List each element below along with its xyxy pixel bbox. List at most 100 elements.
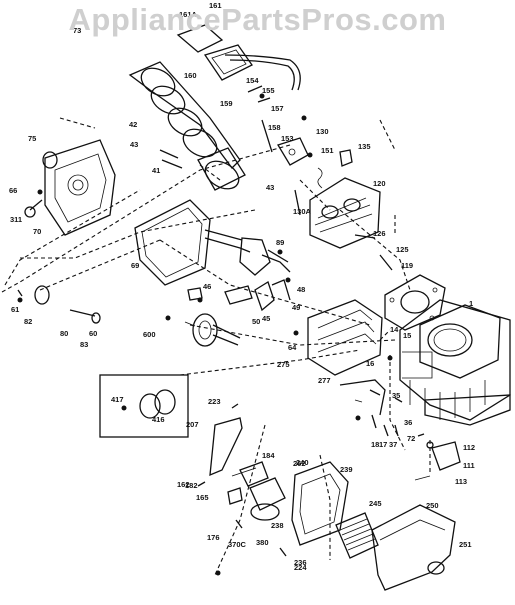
callout-16: 16 <box>366 359 374 368</box>
callout-66: 66 <box>9 186 17 195</box>
bracket-parts <box>414 441 461 481</box>
small-hardware-left <box>17 199 101 324</box>
callout-262: 262 <box>293 459 306 468</box>
callout-135: 135 <box>358 142 371 151</box>
callout-239: 239 <box>340 465 353 474</box>
carburetor-assembly <box>209 417 286 521</box>
callout-416: 416 <box>152 415 165 424</box>
valve-train-parts <box>247 85 393 271</box>
callout-311: 311 <box>10 215 22 224</box>
governor-parts <box>187 279 291 312</box>
callout-157: 157 <box>271 104 284 113</box>
callout-165: 165 <box>196 493 209 502</box>
callout-277: 277 <box>318 376 331 385</box>
callout-380: 380 <box>256 538 269 547</box>
callout-207: 207 <box>186 420 199 429</box>
callout-41: 41 <box>152 166 160 175</box>
callout-35: 35 <box>392 391 400 400</box>
callout-14: 14 <box>390 325 399 334</box>
callout-151: 151 <box>321 146 334 155</box>
callout-64: 64 <box>288 343 297 352</box>
callout-82: 82 <box>24 317 32 326</box>
callout-370c: 370C <box>228 540 247 549</box>
callout-155: 155 <box>262 86 275 95</box>
callout-111: 111 <box>463 461 475 470</box>
callout-160: 160 <box>184 71 197 80</box>
callout-417: 417 <box>111 395 124 404</box>
callout-125: 125 <box>396 245 409 254</box>
callout-240: 240 <box>296 458 309 467</box>
connecting-rod <box>128 61 241 169</box>
callout-161: 161 <box>209 1 222 10</box>
callout-130: 130 <box>316 127 329 136</box>
callout-159: 159 <box>220 99 233 108</box>
callout-250: 250 <box>426 501 439 510</box>
callout-80: 80 <box>60 329 68 338</box>
callout-176: 176 <box>207 533 220 542</box>
callout-48: 48 <box>297 285 305 294</box>
callout-182: 182 <box>185 481 198 490</box>
callout-130a: 130A <box>293 207 312 216</box>
callout-223: 223 <box>208 397 221 406</box>
piston-rings <box>140 67 246 191</box>
callout-37: 37 <box>389 440 397 449</box>
cylinder-head <box>309 177 381 249</box>
callout-245: 245 <box>369 499 382 508</box>
callout-600: 600 <box>143 330 156 339</box>
crankshaft <box>204 229 291 276</box>
callout-112: 112 <box>463 443 475 452</box>
crankcase-cover <box>42 139 116 236</box>
callout-60: 60 <box>89 329 97 338</box>
callout-72: 72 <box>407 434 415 443</box>
assembly-guide-lines <box>1 117 431 576</box>
callout-224: 224 <box>294 563 307 572</box>
fasteners <box>17 93 425 576</box>
callout-43: 43 <box>130 140 138 149</box>
callout-46: 46 <box>203 282 211 291</box>
callout-119: 119 <box>401 261 413 270</box>
callout-113: 113 <box>455 477 467 486</box>
air-filter-element <box>335 512 379 559</box>
callout-15: 15 <box>403 331 411 340</box>
callout-275: 275 <box>277 360 290 369</box>
callout-61: 61 <box>11 305 19 314</box>
callout-17: 17 <box>379 440 387 449</box>
callout-45: 45 <box>262 314 270 323</box>
callout-70: 70 <box>33 227 41 236</box>
callout-238: 238 <box>271 521 284 530</box>
callout-18: 18 <box>371 440 379 449</box>
callout-83: 83 <box>80 340 88 349</box>
callout-69: 69 <box>131 261 139 270</box>
callout-184: 184 <box>262 451 275 460</box>
callout-162: 162 <box>177 480 190 489</box>
valve-cover <box>176 24 301 91</box>
callout-126: 126 <box>373 229 386 238</box>
head-gasket <box>384 274 446 331</box>
air-cleaner-cover <box>371 504 456 591</box>
callout-36: 36 <box>404 418 412 427</box>
callout-158: 158 <box>268 123 281 132</box>
cover-gasket <box>134 199 211 286</box>
callout-50: 50 <box>252 317 260 326</box>
callout-154: 154 <box>246 76 259 85</box>
callout-1: 1 <box>469 299 473 308</box>
air-filter-housing <box>307 299 383 376</box>
camshaft-gear <box>184 313 241 347</box>
callout-42: 42 <box>129 120 137 129</box>
callout-236: 236 <box>294 558 307 567</box>
callout-89: 89 <box>276 238 284 247</box>
callout-251: 251 <box>459 540 472 549</box>
inset-detail-box <box>99 374 189 438</box>
callout-153: 153 <box>281 134 294 143</box>
callout-73: 73 <box>73 26 81 35</box>
throttle-linkage <box>339 379 386 416</box>
callout-75: 75 <box>28 134 36 143</box>
callout-120: 120 <box>373 179 386 188</box>
callout-43: 43 <box>266 183 274 192</box>
callout-49: 49 <box>292 303 300 312</box>
callout-161a: 161A <box>179 10 198 19</box>
engine-block <box>399 299 511 426</box>
